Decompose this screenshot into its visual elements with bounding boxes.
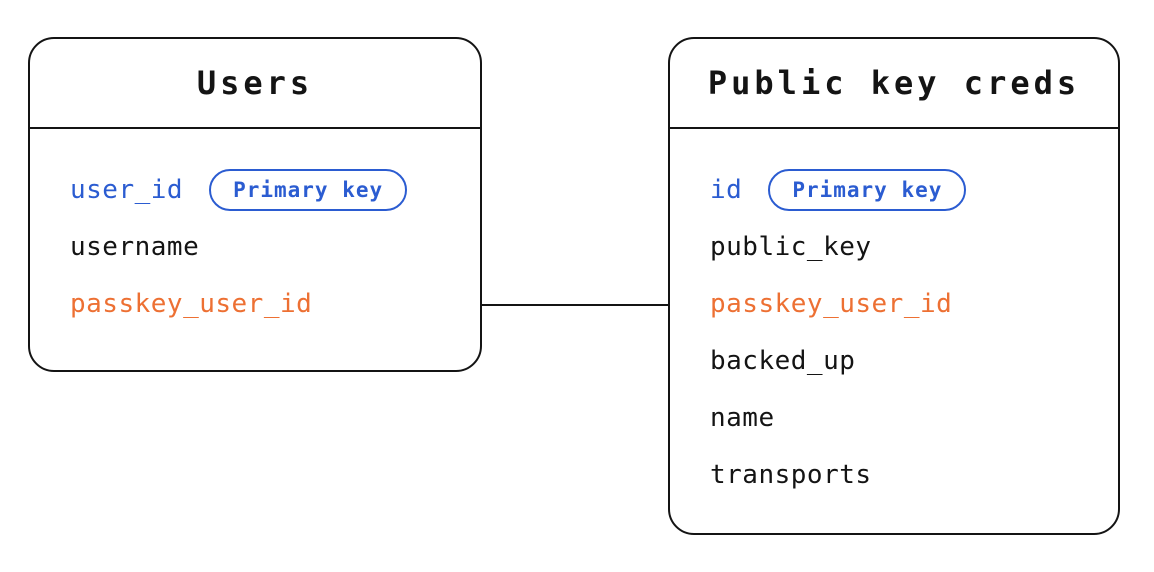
field-name: username <box>70 231 200 262</box>
field-row: user_id Primary key <box>70 161 480 218</box>
field-row: backed_up <box>710 332 1118 389</box>
primary-key-badge: Primary key <box>768 168 967 211</box>
users-table-fields: user_id Primary key username passkey_user_i… <box>30 129 480 332</box>
field-name: transports <box>710 459 872 490</box>
field-row: id Primary key <box>710 161 1118 218</box>
field-name: id <box>710 174 743 205</box>
field-name: passkey_user_id <box>70 288 313 319</box>
field-name: passkey_user_id <box>710 288 953 319</box>
field-name: public_key <box>710 231 872 262</box>
users-table-header: Users <box>30 39 480 129</box>
users-table: Users user_id Primary key username passkey_… <box>28 37 482 372</box>
field-name: user_id <box>70 174 184 205</box>
public-key-creds-table-header: Public key creds <box>670 39 1118 129</box>
users-table-title: Users <box>196 64 314 102</box>
field-row: passkey_user_id <box>70 275 480 332</box>
field-row: name <box>710 389 1118 446</box>
field-row: transports <box>710 446 1118 503</box>
primary-key-badge: Primary key <box>209 168 408 211</box>
field-row: username <box>70 218 480 275</box>
relationship-line <box>482 304 668 306</box>
field-name: name <box>710 402 775 433</box>
field-row: passkey_user_id <box>710 275 1118 332</box>
public-key-creds-table: Public key creds id Primary key public_key… <box>668 37 1120 535</box>
field-name: backed_up <box>710 345 856 376</box>
field-row: public_key <box>710 218 1118 275</box>
public-key-creds-table-title: Public key creds <box>707 64 1081 102</box>
